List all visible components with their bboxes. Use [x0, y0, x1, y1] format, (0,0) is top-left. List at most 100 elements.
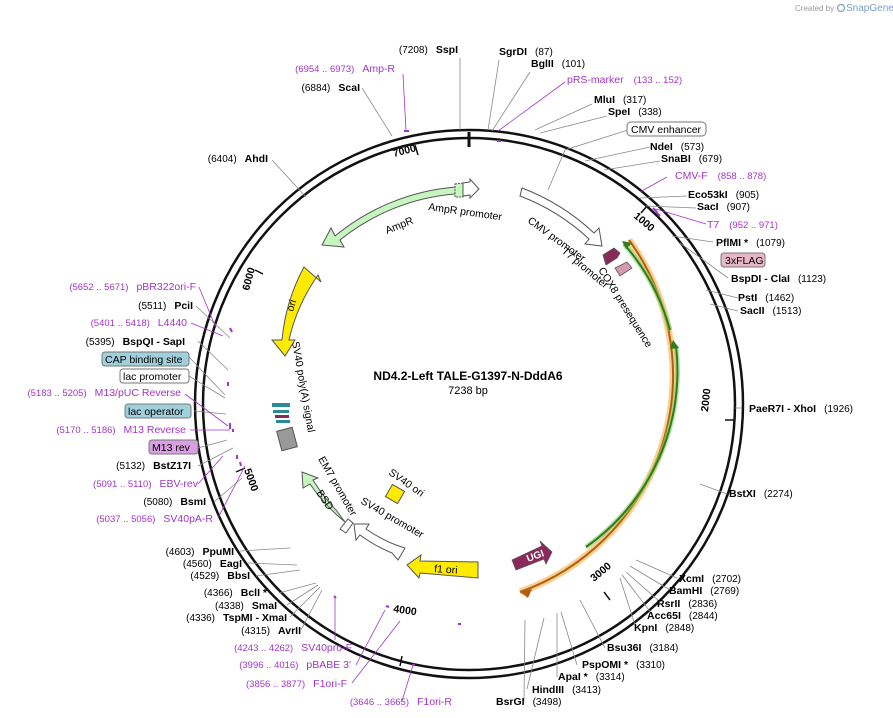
- enzyme-site-26: TspMI - XmaI(4336): [186, 612, 287, 624]
- enzyme-name: SnaBI: [661, 153, 691, 165]
- leader-lines: [188, 58, 742, 702]
- primer-name: M13 Reverse: [124, 424, 187, 436]
- enzyme-site-14: BstXI(2274): [729, 488, 793, 500]
- primer-name: Amp-R: [362, 63, 395, 75]
- 3xflag-label: 3xFLAG: [725, 255, 764, 267]
- primer-site-6: M13/pUC Reverse(5183 .. 5205): [27, 387, 181, 399]
- enzyme-site-12: SacII (1513): [740, 305, 801, 317]
- enzyme-name: SmaI: [252, 600, 277, 612]
- boxed-features: CMV enhancer 3xFLAG CAP binding site lac…: [101, 121, 766, 455]
- enzyme-position: (7208): [399, 45, 428, 56]
- sv40-promoter-arrow: [353, 523, 406, 561]
- enzyme-position: (338): [638, 107, 661, 118]
- enzyme-position: (907): [727, 202, 750, 213]
- enzyme-name: AhdI: [245, 153, 268, 165]
- enzyme-position: (6404): [208, 154, 237, 165]
- enzyme-site-37: ScaI(6884): [301, 82, 360, 94]
- enzyme-site-22: ApaI *(3314): [558, 671, 625, 683]
- enzyme-position: (1123): [798, 274, 826, 285]
- plasmid-length: 7238 bp: [448, 385, 488, 397]
- primer-site-0: Amp-R(6954 .. 6973): [295, 63, 395, 75]
- enzyme-name: ScaI: [338, 82, 360, 94]
- enzyme-name: SpeI: [608, 106, 630, 118]
- enzyme-position: (2274): [764, 489, 793, 500]
- enzyme-position: (5080): [143, 497, 172, 508]
- enzyme-name: Bsu36I: [607, 642, 642, 654]
- enzyme-name: SacII: [740, 305, 765, 317]
- primer-position: (133 .. 152): [634, 75, 683, 86]
- primer-site-13: F1ori-R(3646 .. 3665): [350, 696, 453, 708]
- bsd-arrow: [301, 471, 346, 523]
- primer-position: (3646 .. 3665): [350, 697, 409, 708]
- primer-name: L4440: [158, 317, 187, 329]
- enzyme-site-4: SpeI (338): [608, 106, 662, 118]
- enzyme-position: (4603): [166, 547, 195, 558]
- enzyme-name: AvrII: [278, 625, 301, 637]
- enzyme-position: (2769): [710, 586, 739, 597]
- primer-name: T7: [707, 219, 719, 231]
- enzyme-name: BglII: [531, 58, 554, 70]
- enzyme-site-20: Bsu36I(3184): [607, 642, 678, 654]
- enzyme-site-21: PspOMI *(3310): [582, 659, 665, 671]
- plasmid-name: ND4.2-Left TALE-G1397-N-DddA6: [373, 369, 562, 383]
- enzyme-name: BbsI: [227, 570, 250, 582]
- enzyme-name: BstZ17I: [153, 460, 191, 472]
- em7-promoter-label: EM7 promoter: [315, 455, 359, 519]
- enzyme-name: SspI: [436, 44, 458, 56]
- sv40-ori-box: [384, 483, 406, 505]
- enzyme-name: RsrII: [657, 598, 680, 610]
- primer-site-5: L4440 (5401 .. 5418): [91, 317, 188, 329]
- enzyme-position: (3498): [533, 697, 562, 708]
- primer-position: (5091 .. 5110): [93, 479, 151, 490]
- primer-marks: [227, 130, 661, 666]
- ampr-promoter-label: AmpR promoter: [428, 201, 504, 223]
- cmv-enhancer-label: CMV enhancer: [631, 124, 702, 136]
- em7-promoter-arrow: [339, 518, 354, 534]
- primer-site-2: CMV-F (858 .. 878): [675, 170, 766, 182]
- enzyme-site-19: KpnI(2848): [634, 622, 694, 634]
- primer-site-4: pBR322ori-F(5652 .. 5671): [69, 281, 196, 293]
- enzyme-site-32: BsmI (5080): [143, 496, 206, 508]
- snapgene-logo: SnapGene: [836, 3, 893, 14]
- enzyme-name: MluI: [594, 94, 615, 106]
- tick-6000: 6000: [240, 266, 258, 292]
- primer-position: (858 .. 878): [718, 171, 767, 182]
- enzyme-site-30: EagI (4560): [183, 558, 242, 570]
- enzyme-position: (5132): [116, 461, 145, 472]
- enzyme-site-8: SacI(907): [697, 201, 750, 213]
- enzyme-position: (1513): [773, 306, 802, 317]
- enzyme-site-7: Eco53kI(905): [688, 189, 759, 201]
- enzyme-site-34: BspQI - SapI(5395): [86, 336, 185, 348]
- primer-site-1: pRS-marker(133 .. 152): [567, 74, 682, 86]
- primer-position: (5183 .. 5205): [27, 388, 86, 399]
- primer-site-8: EBV-rev (5091 .. 5110): [93, 478, 199, 490]
- enzyme-site-35: PciI(5511): [138, 300, 193, 312]
- primer-name: CMV-F: [675, 170, 708, 182]
- enzyme-name: EagI: [220, 558, 242, 570]
- primer-name: EBV-rev: [159, 478, 198, 490]
- tick-3000: 3000: [588, 560, 614, 584]
- primer-name: SV40pA-R: [163, 513, 213, 525]
- primer-labels: Amp-R(6954 .. 6973) pRS-marker(133 .. 152…: [27, 63, 777, 708]
- enzyme-site-6: SnaBI(679): [661, 153, 722, 165]
- primer-position: (5401 .. 5418): [91, 318, 150, 329]
- enzyme-name: NdeI: [650, 141, 673, 153]
- enzyme-site-9: PflMI *(1079): [716, 237, 785, 249]
- enzyme-site-24: BsrGI(3498): [496, 696, 562, 708]
- cmv-promoter-arrow: [519, 187, 603, 247]
- ampr-promoter-arrow: [462, 177, 480, 200]
- tick-1000: 1000: [631, 210, 657, 234]
- lac-promoter-label: lac promoter: [123, 371, 182, 383]
- enzyme-position: (4560): [183, 559, 212, 570]
- ori-label: ori: [284, 298, 299, 313]
- enzyme-name: BsmI: [180, 496, 206, 508]
- enzyme-labels: SspI(7208)SgrDI(87)BglII(101)MluI(317)Sp…: [86, 44, 853, 708]
- primer-name: pBR322ori-F: [136, 281, 196, 293]
- enzyme-site-3: MluI(317): [594, 94, 646, 106]
- enzyme-name: BclI *: [241, 587, 268, 599]
- enzyme-position: (905): [736, 190, 759, 201]
- enzyme-name: ApaI *: [558, 671, 589, 683]
- enzyme-position: (1462): [765, 293, 794, 304]
- enzyme-position: (3413): [572, 685, 601, 696]
